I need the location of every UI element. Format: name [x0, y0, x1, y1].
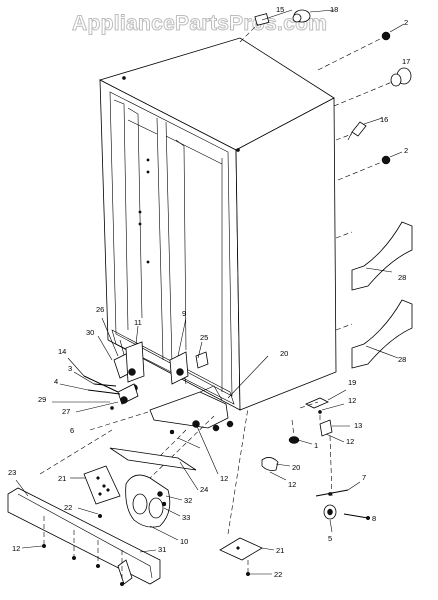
callout-27: 27	[62, 407, 70, 416]
callout-9: 9	[182, 309, 186, 318]
callout-20-lower: 20	[292, 463, 300, 472]
callout-32: 32	[184, 496, 192, 505]
top-right-parts	[239, 9, 412, 331]
callout-29: 29	[38, 395, 46, 404]
callout-23: 23	[8, 468, 16, 477]
callout-21-right: 21	[276, 546, 284, 555]
bottom-parts	[7, 447, 275, 587]
callout-28-upper: 28	[398, 273, 406, 282]
shelf-supports	[351, 221, 413, 369]
left-base-parts	[52, 317, 145, 413]
callout-20-upper: 20	[280, 349, 288, 358]
callout-18: 18	[330, 5, 338, 14]
right-leg-parts	[261, 389, 371, 533]
callout-33: 33	[182, 513, 190, 522]
callout-6: 6	[70, 426, 74, 435]
callout-17: 17	[402, 57, 410, 66]
callout-19: 19	[348, 378, 356, 387]
callout-22-left: 22	[64, 503, 72, 512]
callout-2-mid: 2	[404, 146, 408, 155]
callout-31: 31	[158, 545, 166, 554]
callout-8: 8	[372, 514, 376, 523]
callout-1: 1	[314, 441, 318, 450]
callout-12-right-low: 12	[288, 480, 296, 489]
callout-12-center: 12	[220, 474, 228, 483]
callout-26: 26	[96, 305, 104, 314]
callout-10: 10	[180, 537, 188, 546]
callout-22-bottom: 22	[274, 570, 282, 579]
callout-3: 3	[68, 364, 72, 373]
callout-25: 25	[200, 333, 208, 342]
callout-5: 5	[328, 534, 332, 543]
callout-4: 4	[54, 377, 58, 386]
callout-12-right-mid: 12	[346, 437, 354, 446]
watermark-text: AppliancePartsPros.com	[72, 12, 327, 35]
callout-14: 14	[58, 347, 66, 356]
callout-28-lower: 28	[398, 355, 406, 364]
callout-12-right-top: 12	[348, 396, 356, 405]
callout-11: 11	[134, 318, 142, 327]
callout-12-left-bottom: 12	[12, 544, 20, 553]
callout-2-top: 2	[404, 18, 408, 27]
callout-21-left: 21	[58, 474, 66, 483]
callout-labels: 15 18 2 17 16 2 28 28 26 11 9 25 30 14 3…	[8, 5, 410, 579]
callout-16: 16	[380, 115, 388, 124]
refrigerator-cabinet	[98, 37, 337, 411]
callout-7: 7	[362, 473, 366, 482]
callout-30: 30	[86, 328, 94, 337]
callout-15: 15	[276, 5, 284, 14]
callout-24: 24	[200, 485, 208, 494]
callout-13: 13	[354, 421, 362, 430]
center-base-parts	[39, 317, 269, 535]
